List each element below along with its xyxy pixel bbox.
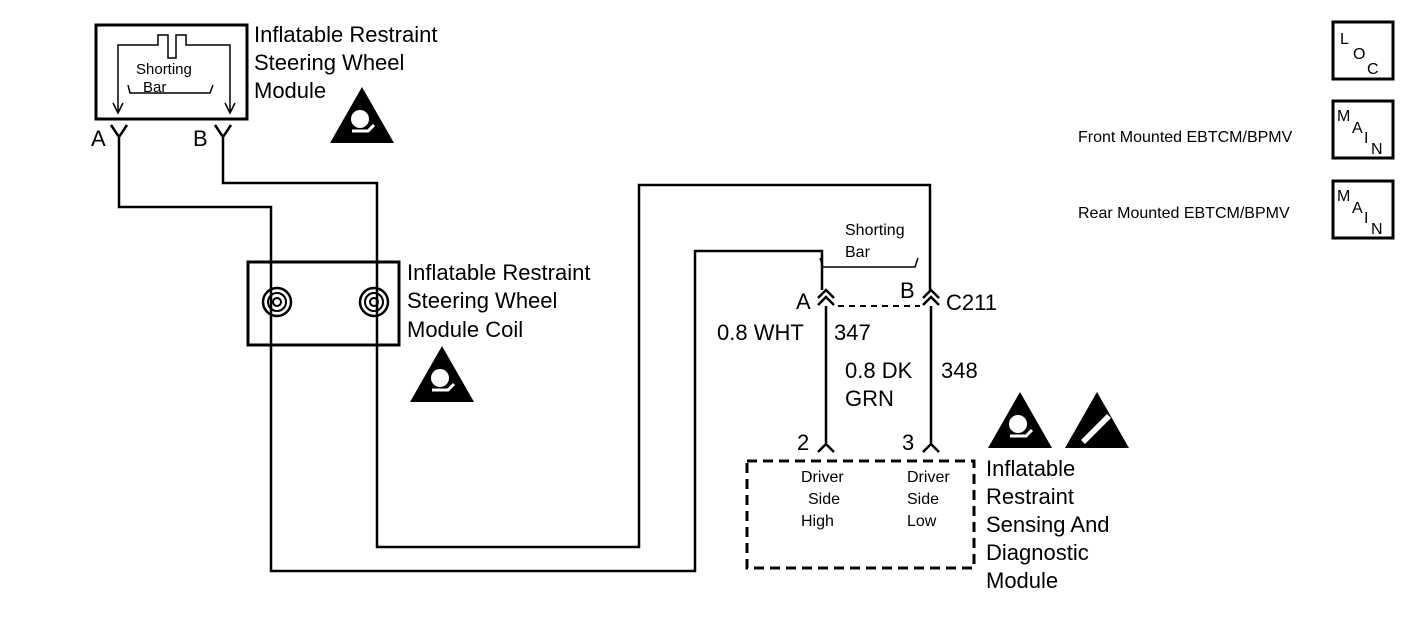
front-main-box: [1331, 99, 1395, 160]
wire-b-path: [221, 138, 932, 549]
loc-letter-l: L: [1340, 31, 1349, 48]
loc-letter-c: C: [1367, 61, 1379, 78]
rear-mounted-label: Rear Mounted EBTCM/BPMV: [1078, 205, 1290, 222]
sdm-title-5: Module: [986, 568, 1058, 593]
wire-a-path: [117, 138, 824, 573]
steering-module-title-1: Inflatable Restraint: [254, 22, 437, 47]
sdm-pin-3-desc-3: Low: [907, 513, 937, 530]
wire-347-color: 0.8 WHT: [717, 320, 804, 345]
wire-348-circuit: 348: [941, 358, 978, 383]
steering-pin-b: [213, 124, 233, 140]
wire-348-color-2: GRN: [845, 386, 894, 411]
sdm-pin-2-label: 2: [797, 430, 809, 455]
loc-box: [1331, 20, 1395, 81]
coil-box: [246, 260, 401, 347]
legend-loc: L O C: [1331, 20, 1395, 81]
shorting-bar-structure: [117, 34, 231, 112]
rear-main-letter-i: I: [1364, 210, 1368, 227]
wires: [117, 138, 933, 573]
c211-pin-b: [922, 288, 940, 306]
c211-shorting-label-2: Bar: [845, 244, 871, 261]
c211-name: C211: [946, 290, 997, 315]
front-main-letter-i: I: [1364, 130, 1368, 147]
sdm-pin-3-label: 3: [902, 430, 914, 455]
shorting-bar-label-2: Bar: [143, 79, 166, 96]
airbag-warning-icon: [410, 346, 474, 402]
steering-wheel-module-coil: Inflatable Restraint Steering Wheel Modu…: [246, 260, 590, 347]
sdm-title-4: Diagnostic: [986, 540, 1089, 565]
c211-pin-a: [817, 288, 835, 306]
wire-347-circuit: 347: [834, 320, 871, 345]
airbag-warning-icon: [988, 392, 1052, 448]
steering-pin-b-label: B: [193, 126, 208, 151]
c211-shorting-label-1: Shorting: [845, 222, 905, 239]
coil-title-3: Module Coil: [407, 317, 523, 342]
front-main-letter-n: N: [1371, 141, 1383, 158]
steering-wheel-module: Shorting Bar Inflatable Restraint Steeri…: [91, 22, 437, 151]
front-main-letter-m: M: [1337, 108, 1350, 125]
rear-main-letter-a: A: [1352, 200, 1363, 217]
coil-b-icon: [358, 286, 390, 318]
steering-module-box: [94, 23, 249, 121]
steering-pin-a-label: A: [91, 126, 106, 151]
rear-main-letter-m: M: [1337, 188, 1350, 205]
sdm-title-2: Restraint: [986, 484, 1074, 509]
coil-title-2: Steering Wheel: [407, 288, 557, 313]
front-main-letter-a: A: [1352, 120, 1363, 137]
sdm-pin-2-desc-2: Side: [808, 491, 840, 508]
airbag-warning-icon: [330, 87, 394, 143]
c211-pin-a-label: A: [796, 289, 811, 314]
sdm-pin-3-desc-1: Driver: [907, 469, 950, 486]
shorting-bar-label-1: Shorting: [136, 61, 192, 78]
sdm-title-3: Sensing And: [986, 512, 1110, 537]
steering-pin-a: [109, 124, 129, 140]
sdm-pin-2: [817, 442, 835, 453]
sdm-pin-2-desc-3: High: [801, 513, 834, 530]
sdm-pin-3: [922, 442, 940, 453]
front-mounted-label: Front Mounted EBTCM/BPMV: [1078, 129, 1293, 146]
sdm-title-1: Inflatable: [986, 456, 1075, 481]
sensing-diagnostic-module: 2 3 Driver Side High Driver Side Low Inf…: [745, 430, 1110, 593]
legend-rear-main: Rear Mounted EBTCM/BPMV M A I N: [1078, 179, 1395, 240]
sdm-pin-2-desc-1: Driver: [801, 469, 844, 486]
loc-letter-o: O: [1353, 46, 1365, 63]
c211-shorting-bar: [819, 257, 919, 268]
steering-module-title-3: Module: [254, 78, 326, 103]
steering-module-title-2: Steering Wheel: [254, 50, 404, 75]
sdm-pin-3-desc-2: Side: [907, 491, 939, 508]
wire-348-color-1: 0.8 DK: [845, 358, 913, 383]
coil-a-icon: [261, 286, 293, 318]
sdm-box: [745, 459, 976, 570]
c211-pin-b-label: B: [900, 278, 915, 303]
esd-warning-icon: [1065, 392, 1129, 448]
connector-c211: Shorting Bar A B C211: [796, 222, 997, 315]
rear-main-letter-n: N: [1371, 221, 1383, 238]
legend-front-main: Front Mounted EBTCM/BPMV M A I N: [1078, 99, 1395, 160]
rear-main-box: [1331, 179, 1395, 240]
coil-title-1: Inflatable Restraint: [407, 260, 590, 285]
